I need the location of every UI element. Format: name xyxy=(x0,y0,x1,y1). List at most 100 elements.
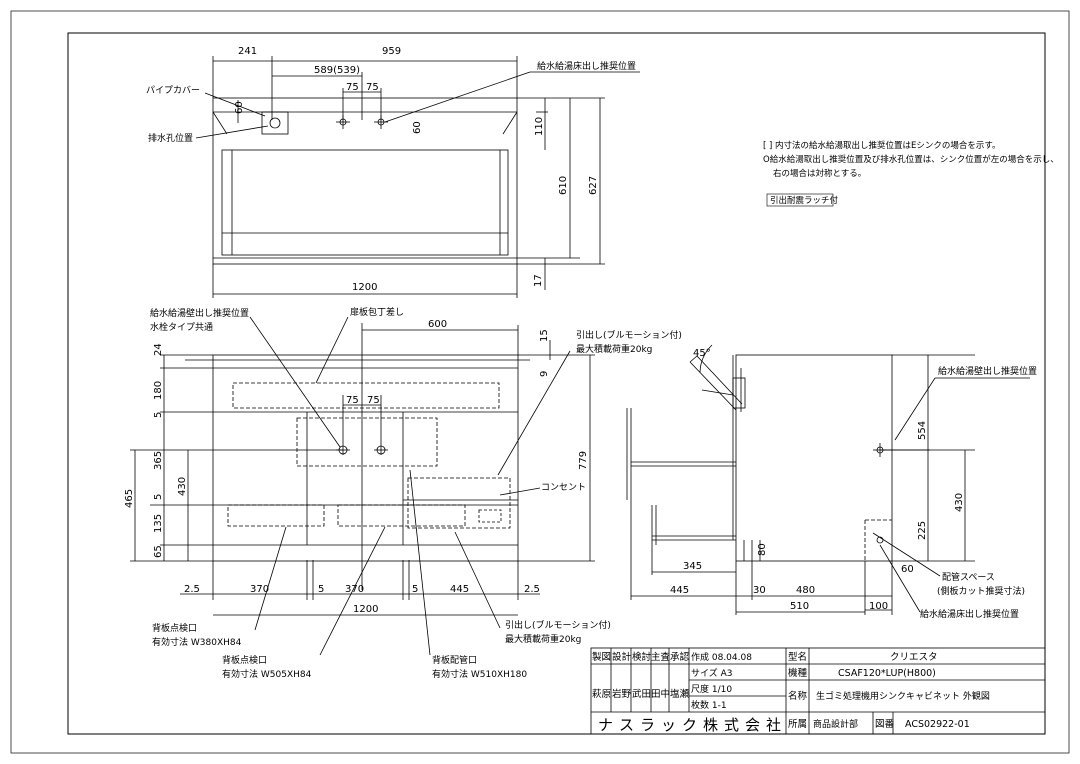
plan-view-labels: 241 959 589(539) 75 75 60 60 110 610 627… xyxy=(146,46,636,293)
plan-dim-75a: 75 xyxy=(346,82,359,93)
side-dim-100: 100 xyxy=(869,601,888,612)
tb-n-sekkei: 岩野 xyxy=(612,688,632,700)
label-load-top: 最大積載荷重20kg xyxy=(576,343,652,355)
plan-sink-opening xyxy=(221,149,509,256)
note-line-3: 右の場合は対称とする。 xyxy=(773,168,866,179)
plan-dim-60a: 60 xyxy=(234,101,245,114)
note-line-1: [ ] 内寸法の給水給湯取出し推奨位置はEシンクの場合を示す。 xyxy=(763,140,1001,151)
tb-h-kento: 検討 xyxy=(632,651,652,663)
plan-dim-589: 589(539) xyxy=(314,65,360,76)
tb-v-kishu: CSAF120*LUP(H800) xyxy=(838,668,936,679)
drawer-outline xyxy=(407,477,511,529)
label-pipe-cover: パイプカバー xyxy=(146,85,200,96)
front-outline xyxy=(212,354,519,562)
label-drawer-top: 引出し(ブルモーション付) xyxy=(576,329,682,341)
front-dim-2-5a: 2.5 xyxy=(184,584,200,595)
tb-h-seizu: 製図 xyxy=(592,651,611,663)
outlet-box xyxy=(478,509,502,523)
plan-dim-110: 110 xyxy=(534,117,545,136)
back-piping-size: 有効寸法 W510XH180 xyxy=(432,668,527,680)
front-dim-180: 180 xyxy=(153,381,164,400)
front-dim-135: 135 xyxy=(153,514,164,533)
tb-n-seizu: 萩原 xyxy=(592,689,611,700)
drain-hole xyxy=(269,117,281,129)
label-wall-outlet: 給水給湯壁出し推奨位置 xyxy=(150,307,249,319)
front-view xyxy=(130,316,595,656)
tb-l-kishu: 機種 xyxy=(788,667,808,679)
tb-l-shozoku: 所属 xyxy=(788,719,807,730)
front-dim-370a: 370 xyxy=(250,584,269,595)
side-dim-30: 30 xyxy=(753,585,766,596)
tb-l-meisho: 名称 xyxy=(788,690,808,702)
label-outlet: コンセント xyxy=(541,482,586,493)
front-dim-75b: 75 xyxy=(367,395,380,406)
side-dim-430: 430 xyxy=(954,493,965,512)
back-inspect-1-title: 背板点検口 xyxy=(152,622,197,634)
side-dim-225: 225 xyxy=(917,521,928,540)
tb-company: ナスラック株式会社 xyxy=(598,716,787,734)
plan-view xyxy=(195,56,640,298)
front-dim-24: 24 xyxy=(153,343,164,356)
sheet-outer-border xyxy=(10,10,1070,754)
side-dim-60: 60 xyxy=(901,564,914,575)
plan-dim-60b: 60 xyxy=(412,121,423,134)
tb-v-katamei: クリエスタ xyxy=(890,652,938,663)
plan-dim-627: 627 xyxy=(588,176,599,195)
front-dim-370b: 370 xyxy=(345,584,364,595)
side-label-floor-outlet: 給水給湯床出し推奨位置 xyxy=(920,608,1019,620)
back-inspect-2-title: 背板点検口 xyxy=(222,654,267,666)
front-dim-75a: 75 xyxy=(346,395,359,406)
plan-dim-1200: 1200 xyxy=(352,282,377,293)
title-block-text: 製図 設計 検討 主査 承認 萩原 岩野 武田 田中 塩瀬 作成 08.04.0… xyxy=(592,651,990,734)
front-dim-365: 365 xyxy=(153,451,164,470)
front-view-labels: 給水給湯壁出し推奨位置 水栓タイプ共通 扉板包丁差し 引出し(ブルモーション付)… xyxy=(124,306,682,680)
side-label-pipe-space: 配管スペース xyxy=(942,571,995,583)
plan-dim-75b: 75 xyxy=(366,82,379,93)
tb-size: サイズ A3 xyxy=(691,667,732,679)
side-dim-80: 80 xyxy=(757,543,768,556)
tb-scale: 尺度 1/10 xyxy=(691,683,732,695)
label-faucet: 水栓タイプ共通 xyxy=(150,321,213,333)
tb-n-shonin: 塩瀬 xyxy=(670,688,690,700)
tb-v-zuban: ACS02922-01 xyxy=(905,719,970,730)
tb-l-zuban: 図番 xyxy=(875,718,895,730)
plan-dim-241: 241 xyxy=(238,46,257,57)
side-label-wall-outlet: 給水給湯壁出し推奨位置 xyxy=(938,365,1037,377)
side-view-labels: 45° 給水給湯壁出し推奨位置 554 430 225 80 60 345 44… xyxy=(670,348,1037,620)
pipe-cover xyxy=(261,111,289,135)
label-load-bottom: 最大積載荷重20kg xyxy=(505,633,581,645)
side-outline xyxy=(735,354,893,562)
tb-sheets: 枚数 1-1 xyxy=(691,699,727,711)
knife-slot xyxy=(232,382,500,409)
front-dim-779: 779 xyxy=(578,451,589,470)
front-dim-465: 465 xyxy=(124,489,135,508)
front-dim-9: 9 xyxy=(539,371,550,377)
label-drain-hole: 排水孔位置 xyxy=(148,132,193,144)
front-dim-65: 65 xyxy=(153,545,164,558)
front-dim-2-5b: 2.5 xyxy=(524,584,540,595)
front-dim-430: 430 xyxy=(177,477,188,496)
label-drawer-bottom: 引出し(ブルモーション付) xyxy=(505,619,611,631)
front-dim-5d: 5 xyxy=(412,584,418,595)
side-dim-510: 510 xyxy=(790,601,809,612)
back-inspect-1 xyxy=(227,504,325,527)
label-plan-floor-outlet: 給水給湯床出し推奨位置 xyxy=(537,60,636,72)
front-dim-5b: 5 xyxy=(153,494,164,500)
back-inspect-2 xyxy=(337,504,466,527)
front-dim-1200: 1200 xyxy=(353,604,378,615)
front-dim-5c: 5 xyxy=(318,584,324,595)
side-dim-45: 45° xyxy=(693,348,711,359)
note-line-4: 引出耐震ラッチ付 xyxy=(770,195,839,206)
plan-dim-959: 959 xyxy=(382,46,401,57)
side-label-pipe-space-note: (側板カット推奨寸法) xyxy=(937,585,1025,597)
tb-created: 作成 08.04.08 xyxy=(691,651,752,663)
side-dim-480: 480 xyxy=(796,585,815,596)
front-dim-15: 15 xyxy=(539,329,550,342)
plan-dim-17: 17 xyxy=(533,274,544,287)
back-piping-title: 背板配管口 xyxy=(432,654,477,666)
tb-h-shonin: 承認 xyxy=(670,651,690,663)
front-dim-5a: 5 xyxy=(153,412,164,418)
tb-h-sekkei: 設計 xyxy=(612,651,632,663)
tb-v-shozoku: 商品設計部 xyxy=(813,718,858,730)
title-block xyxy=(590,647,1046,735)
